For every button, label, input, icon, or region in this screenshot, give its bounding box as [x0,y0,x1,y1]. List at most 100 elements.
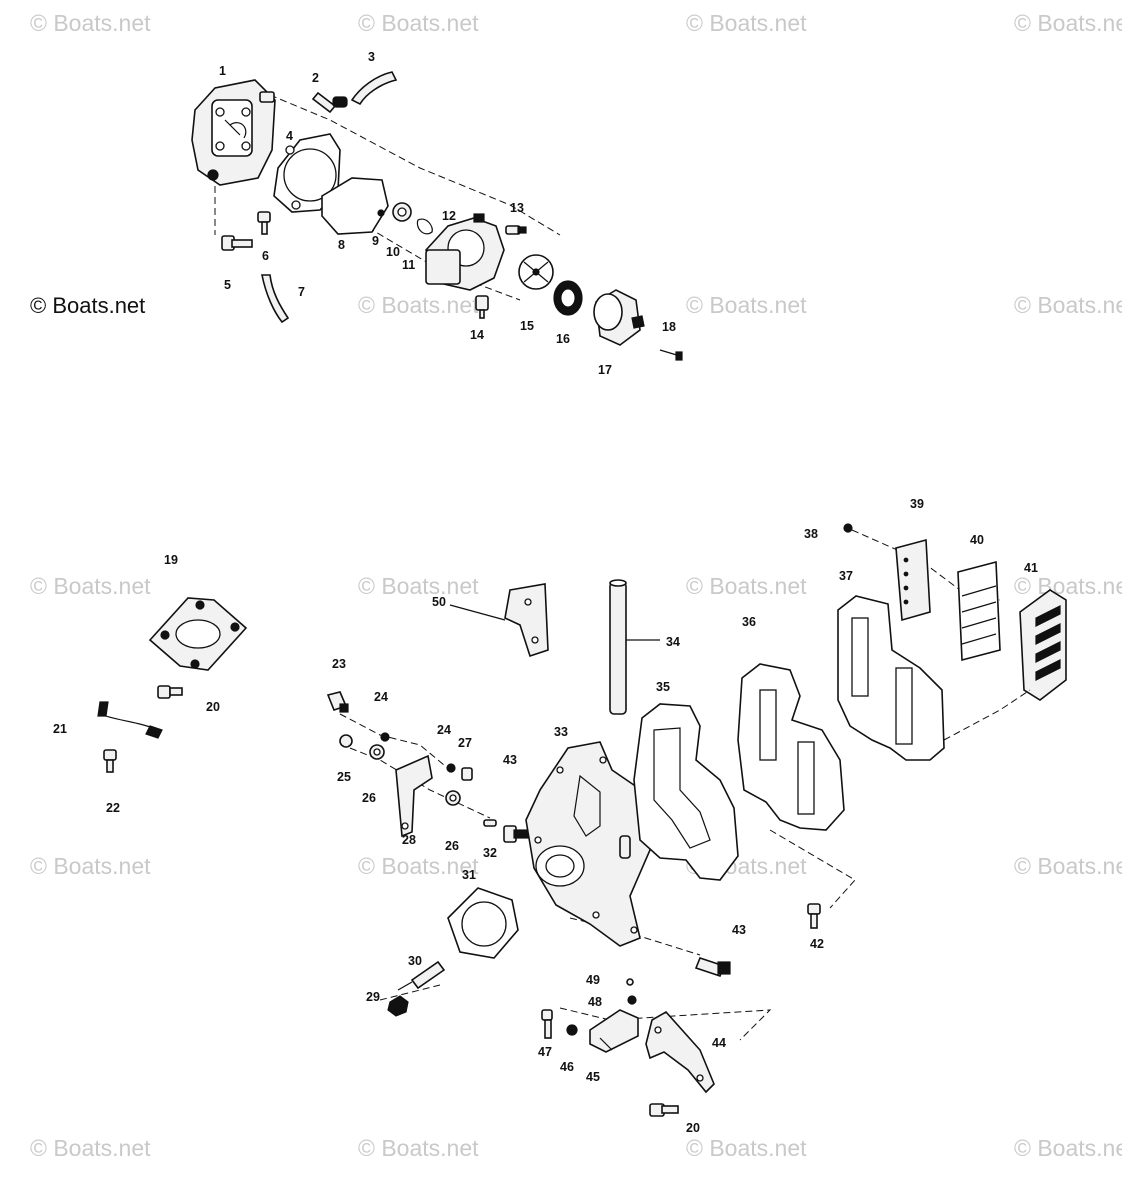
watermark-text: © Boats.net [686,1135,807,1161]
part-manifold-33 [525,741,651,947]
callout-36: 36 [742,615,756,629]
callout-34: 34 [666,635,680,649]
callout-1: 1 [219,64,226,78]
callout-22: 22 [106,801,120,815]
watermark-text: © Boats.net [30,573,151,599]
part-nut-29 [387,995,409,1017]
callout-26b: 26 [445,839,459,853]
part-screw-6 [257,211,271,235]
part-bolt-5 [221,235,253,251]
part-pin-32 [483,819,497,827]
callout-7: 7 [298,285,305,299]
part-screw-42 [807,903,821,929]
callout-48: 48 [588,995,602,1009]
left-parts [97,597,248,773]
copyright-label: © Boats.net [30,293,145,318]
part-gasket-31 [447,887,519,959]
callout-14: 14 [470,328,484,342]
callout-23: 23 [332,657,346,671]
part-reeds-40 [957,560,1001,662]
part-washer-46 [566,1024,578,1036]
callout-3: 3 [368,50,375,64]
part-gasket-36 [737,663,845,831]
part-reed-block-41 [1019,589,1067,701]
part-gasket [273,133,341,213]
callout-6: 6 [262,249,269,263]
callout-24b: 24 [437,723,451,737]
part-arm-44 [645,1010,715,1094]
part-fitting [311,91,348,114]
callout-30: 30 [408,954,422,968]
part-carburetor-body [191,79,276,186]
top-assembly [191,71,683,361]
watermark-text: © Boats.net [358,1135,479,1161]
callout-9: 9 [372,234,379,248]
callout-18: 18 [662,320,676,334]
callout-50: 50 [432,595,446,609]
callout-38: 38 [804,527,818,541]
watermark-text: © Boats.net [358,10,479,36]
part-lever-28 [395,754,433,838]
part-hose-7 [261,274,290,324]
reed-assembly [633,523,1067,929]
part-screw-22 [103,749,117,773]
callout-45: 45 [586,1070,600,1084]
part-fitting-14 [475,295,489,319]
callout-13: 13 [510,201,524,215]
callout-32: 32 [483,846,497,860]
part-shaft-30 [397,960,446,991]
callout-42: 42 [810,937,824,951]
callout-20b: 20 [686,1121,700,1135]
part-plate-19 [148,597,248,671]
watermark-text: © Boats.net [1014,10,1122,36]
watermark-text: © Boats.net [30,1135,151,1161]
part-ball-49 [626,978,634,986]
part-washer-48 [627,995,637,1005]
callout-49: 49 [586,973,600,987]
part-screw-20a [157,685,183,699]
callout-26a: 26 [362,791,376,805]
callout-12: 12 [442,209,456,223]
callout-39: 39 [910,497,924,511]
watermark-text: © Boats.net [686,10,807,36]
callout-labels: 1 2 3 4 5 6 7 8 9 10 11 12 13 14 15 16 1… [53,50,1038,1135]
part-clamp-21 [97,701,163,739]
callout-20a: 20 [206,700,220,714]
watermark-text: © Boats.net [30,10,151,36]
part-gasket-8 [321,177,389,235]
callout-17: 17 [598,363,612,377]
callout-43a: 43 [503,753,517,767]
callout-4: 4 [286,129,293,143]
callout-27: 27 [458,736,472,750]
watermark-text: © Boats.net [358,292,479,318]
part-fitting-23 [326,691,349,713]
callout-41: 41 [1024,561,1038,575]
part-screw-13 [505,225,527,235]
part-screw-43b [694,957,731,977]
part-gasket-37 [837,595,945,761]
part-nut-24b [446,763,456,773]
part-screw-47 [541,1009,553,1039]
part-bracket-45 [589,1009,639,1053]
watermark-text: © Boats.net [1014,853,1122,879]
watermark-text: © Boats.net [1014,573,1122,599]
callout-35: 35 [656,680,670,694]
callout-31: 31 [462,868,476,882]
part-seal-10 [392,202,412,222]
callout-25: 25 [337,770,351,784]
callout-8: 8 [338,238,345,252]
part-reed-stop-39 [895,538,931,622]
callout-33: 33 [554,725,568,739]
callout-16: 16 [556,332,570,346]
callout-2: 2 [312,71,319,85]
part-screw-18 [659,349,683,361]
part-fuel-hose [350,71,398,106]
center-assembly [326,579,856,1117]
watermark-text: © Boats.net [686,573,807,599]
watermark-text: © Boats.net [30,853,151,879]
watermark-text: © Boats.net [1014,1135,1122,1161]
part-washer-26a [369,744,385,760]
callout-21: 21 [53,722,67,736]
